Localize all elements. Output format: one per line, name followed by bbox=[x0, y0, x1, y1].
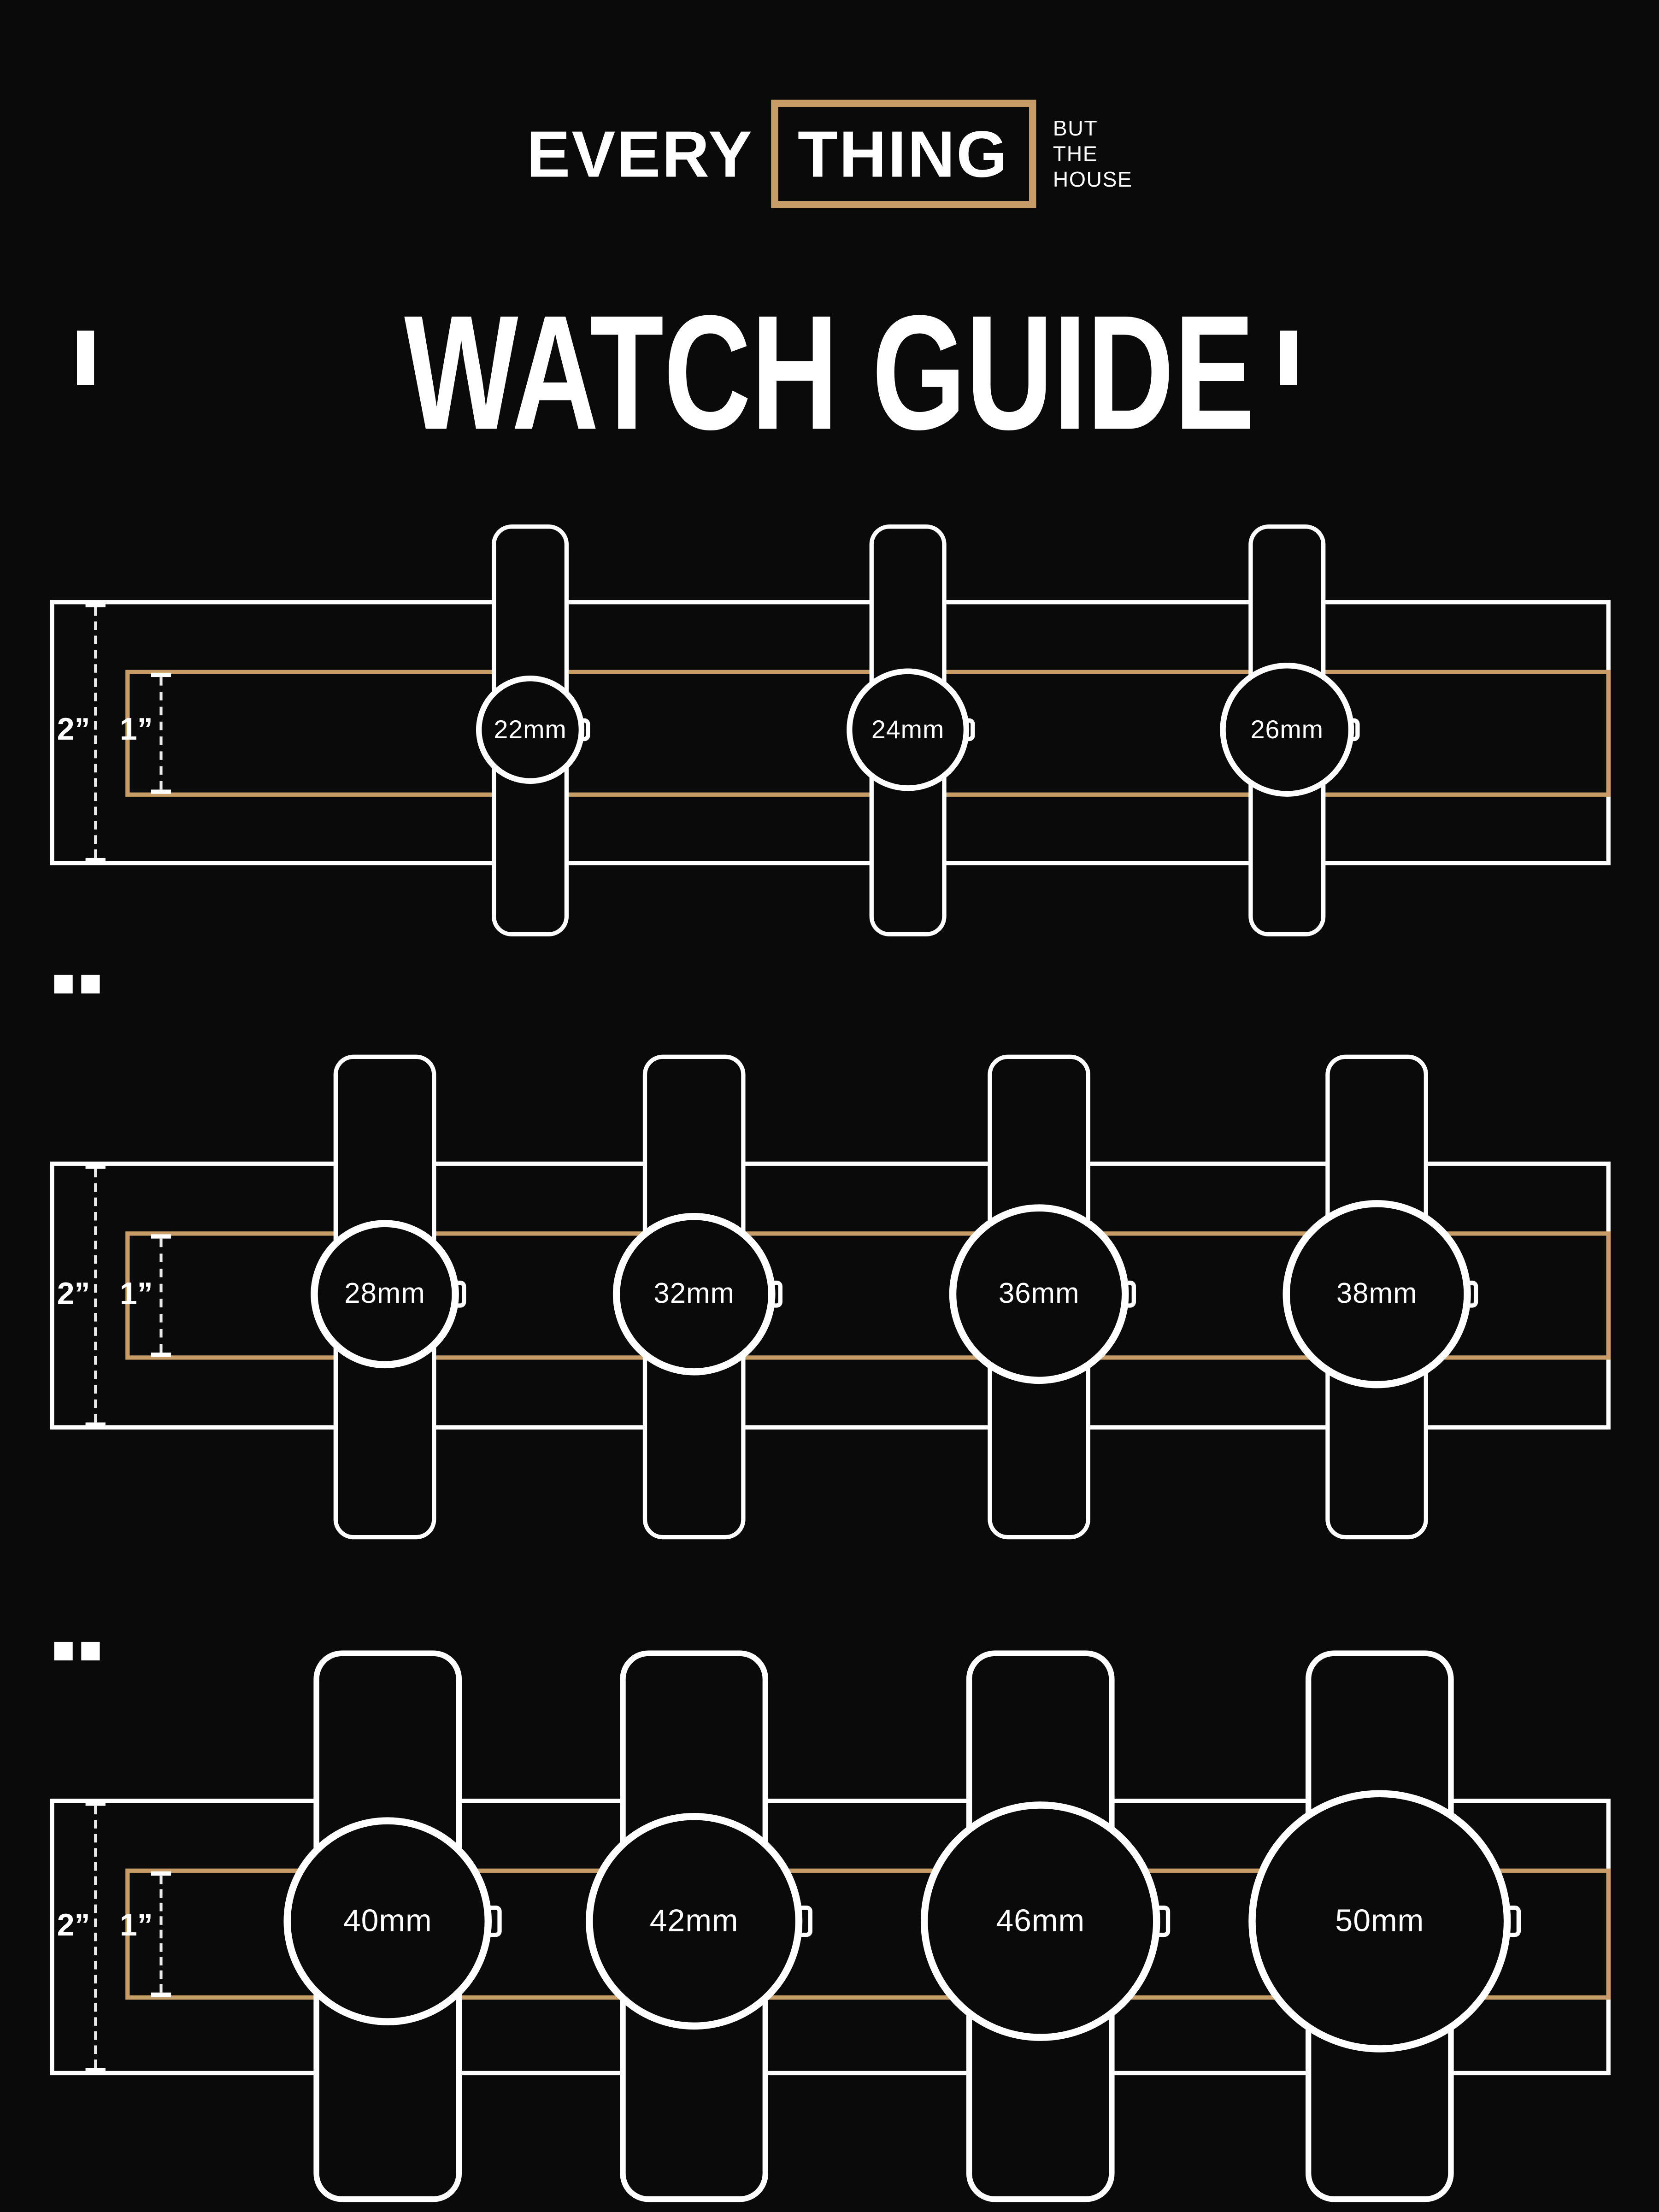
dimension-label-2inch-row1: 2” bbox=[57, 711, 90, 747]
decorative-tick-right bbox=[1280, 330, 1297, 385]
watch-46mm: 46mm bbox=[920, 1650, 1171, 2202]
dashed-line bbox=[94, 1806, 97, 2068]
watch-40mm: 40mm bbox=[283, 1650, 502, 2202]
watch-size-label: 36mm bbox=[998, 1277, 1080, 1309]
watch-face: 40mm bbox=[283, 1817, 492, 2025]
ebth-logo: EVERY THING BUT THE HOUSE bbox=[0, 86, 1659, 223]
watch-size-label: 38mm bbox=[1336, 1277, 1418, 1309]
dimension-label-1inch-row3: 1” bbox=[119, 1907, 153, 1943]
dashed-line bbox=[159, 1238, 163, 1353]
poster-title: WATCH GUIDE bbox=[0, 292, 1659, 455]
dimension-line-2inch-row1 bbox=[85, 603, 106, 863]
logo-tagline: BUT THE HOUSE bbox=[1053, 116, 1133, 192]
logo-tagline-line-2: THE bbox=[1053, 141, 1098, 166]
watch-28mm: 28mm bbox=[311, 1054, 466, 1540]
watch-50mm: 50mm bbox=[1248, 1650, 1521, 2202]
dashed-line bbox=[94, 1169, 97, 1423]
logo-word-thing: THING bbox=[797, 117, 1009, 191]
watch-size-label: 46mm bbox=[996, 1902, 1085, 1939]
dimension-label-2inch-row2: 2” bbox=[57, 1276, 90, 1312]
decorative-tick bbox=[54, 1641, 73, 1661]
watch-face: 24mm bbox=[847, 668, 970, 791]
watch-face: 28mm bbox=[311, 1220, 459, 1369]
watch-size-label: 28mm bbox=[344, 1277, 425, 1309]
watch-face: 38mm bbox=[1282, 1200, 1471, 1388]
dimension-label-1inch-row2: 1” bbox=[119, 1276, 153, 1312]
dimension-line-1inch-row2 bbox=[151, 1234, 171, 1357]
dimension-label-2inch-row3: 2” bbox=[57, 1907, 90, 1943]
dashed-line bbox=[94, 607, 97, 858]
watch-face: 36mm bbox=[949, 1204, 1129, 1384]
logo-tagline-line-1: BUT bbox=[1053, 116, 1098, 141]
dashed-line bbox=[159, 1876, 163, 1993]
decorative-tick bbox=[81, 975, 100, 994]
watch-24mm: 24mm bbox=[847, 524, 975, 936]
watch-size-label: 22mm bbox=[494, 715, 567, 743]
band-1inch-row1 bbox=[125, 670, 1611, 797]
watch-size-label: 50mm bbox=[1335, 1902, 1424, 1939]
watch-size-label: 40mm bbox=[343, 1902, 432, 1939]
dimension-line-2inch-row2 bbox=[85, 1164, 106, 1427]
dimension-line-1inch-row1 bbox=[151, 672, 171, 794]
watch-face: 32mm bbox=[612, 1212, 776, 1376]
dimension-line-1inch-row3 bbox=[151, 1871, 171, 1997]
decorative-tick bbox=[54, 975, 73, 994]
decorative-tick bbox=[81, 1641, 100, 1661]
watch-38mm: 38mm bbox=[1282, 1054, 1478, 1540]
dimension-line-2inch-row3 bbox=[85, 1801, 106, 2072]
band-1inch-row3 bbox=[125, 1868, 1611, 2000]
watch-face: 26mm bbox=[1220, 663, 1354, 797]
watch-size-label: 32mm bbox=[653, 1277, 735, 1309]
dimension-label-1inch-row1: 1” bbox=[119, 711, 153, 747]
watch-face: 42mm bbox=[586, 1813, 803, 2030]
logo-tagline-line-3: HOUSE bbox=[1053, 167, 1133, 192]
watch-size-label: 24mm bbox=[871, 715, 945, 743]
dashed-line bbox=[159, 677, 163, 790]
watch-face: 22mm bbox=[476, 675, 585, 784]
watch-face: 46mm bbox=[920, 1801, 1160, 2041]
watch-size-label: 26mm bbox=[1250, 715, 1324, 743]
watch-face: 50mm bbox=[1248, 1790, 1511, 2053]
band-1inch-row2 bbox=[125, 1231, 1611, 1360]
logo-word-every: EVERY bbox=[526, 117, 753, 191]
watch-size-label: 42mm bbox=[649, 1902, 739, 1939]
watch-22mm: 22mm bbox=[476, 524, 590, 936]
watch-26mm: 26mm bbox=[1220, 524, 1360, 936]
poster-title-text: WATCH GUIDE bbox=[404, 282, 1255, 465]
watch-36mm: 36mm bbox=[949, 1054, 1136, 1540]
logo-word-thing-box: THING bbox=[771, 100, 1036, 208]
watch-42mm: 42mm bbox=[586, 1650, 812, 2202]
decorative-tick-left bbox=[77, 330, 94, 385]
watch-32mm: 32mm bbox=[612, 1054, 782, 1540]
